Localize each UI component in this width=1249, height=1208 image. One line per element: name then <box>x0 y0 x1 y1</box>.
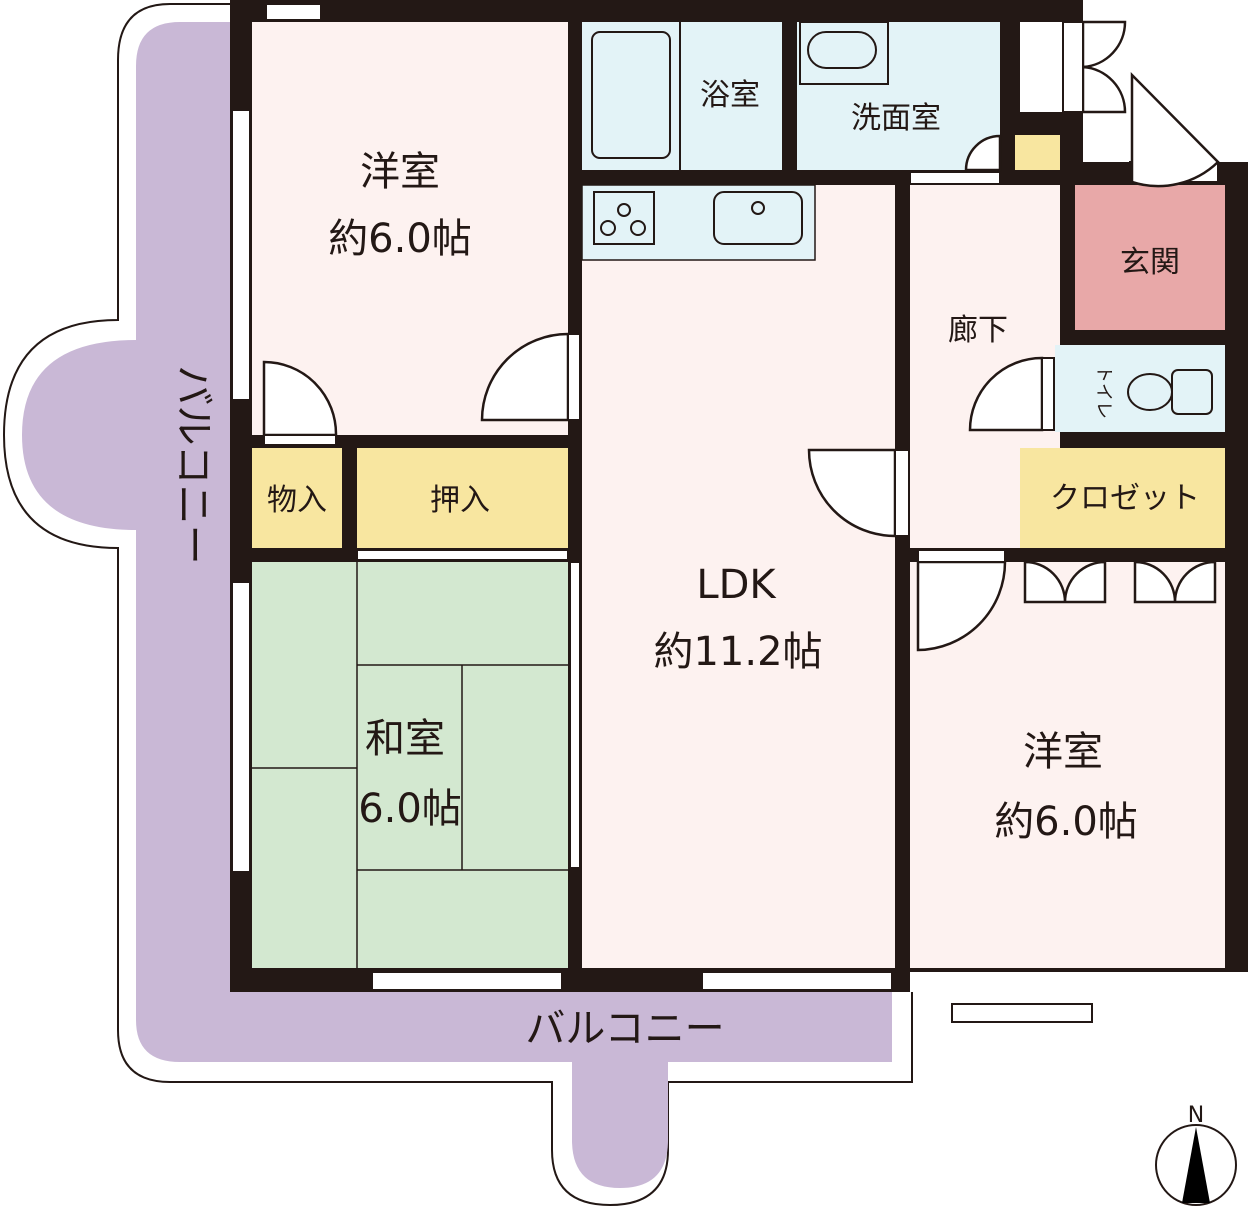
storage-name: 物入 <box>267 483 327 518</box>
bathtub-icon <box>591 31 671 159</box>
balcony-bottom-label: バルコニー <box>525 1006 724 1052</box>
room-washroom <box>797 22 1000 170</box>
western1-size: 約6.0帖 <box>328 216 472 262</box>
doors[interactable] <box>262 20 1220 652</box>
tatami-lines <box>252 562 568 968</box>
japanese-size: 6.0帖 <box>358 786 462 832</box>
room-toilet <box>1055 345 1225 432</box>
stove-icon <box>593 191 655 245</box>
western1-name: 洋室 <box>360 149 440 195</box>
balcony-left-label: バルコニー <box>170 365 216 564</box>
sink-icon <box>799 21 889 85</box>
kitchen-sink-icon <box>713 191 803 245</box>
closet-jp-name: 押入 <box>430 483 490 518</box>
western2-name: 洋室 <box>1023 729 1103 775</box>
hallway-name: 廊下 <box>948 313 1008 348</box>
entrance-name: 玄関 <box>1120 245 1180 280</box>
compass: N <box>1155 1103 1237 1206</box>
closet-name: クロゼット <box>1050 481 1200 516</box>
japanese-name: 和室 <box>365 716 445 762</box>
room-closet-jp <box>357 448 568 548</box>
north-arrow-icon <box>1182 1127 1210 1203</box>
toilet-name: トイレ <box>1093 365 1114 419</box>
room-storage <box>252 448 342 548</box>
room-ldk <box>582 185 895 968</box>
bath-name: 浴室 <box>700 78 760 113</box>
kitchen-counter <box>581 184 816 261</box>
compass-north-label: N <box>1188 1103 1204 1128</box>
room-bath <box>582 22 782 170</box>
room-entrance <box>1075 185 1225 330</box>
washroom-name: 洗面室 <box>851 101 941 136</box>
room-japanese <box>252 562 568 968</box>
ldk-name: LDK <box>696 562 777 608</box>
balcony <box>22 22 892 1188</box>
room-closet <box>1020 448 1225 548</box>
western2-size: 約6.0帖 <box>994 799 1138 845</box>
room-small-storage <box>1015 135 1060 170</box>
ldk-size: 約11.2帖 <box>653 629 822 675</box>
